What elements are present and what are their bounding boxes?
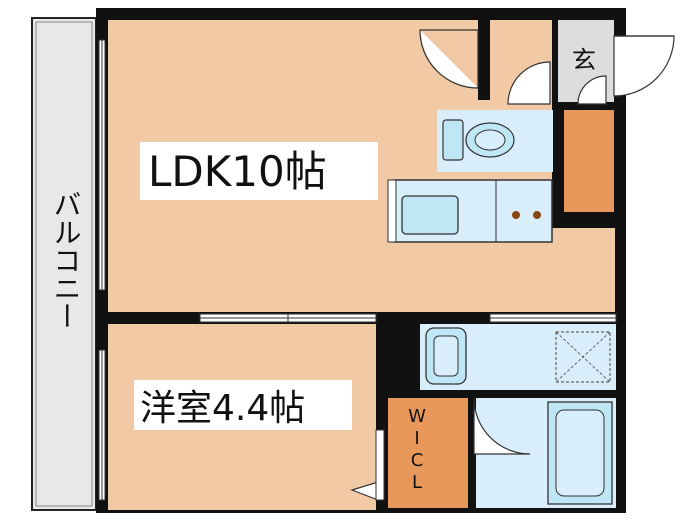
- wic-letter-c: C: [411, 450, 424, 471]
- wic-closet: [388, 398, 468, 508]
- kitchen-counter: [387, 179, 553, 243]
- ldk-label-bg: [140, 142, 378, 200]
- door-swing-icon: [350, 29, 675, 501]
- wic-letter-l: L: [412, 472, 422, 493]
- shoe-storage: [564, 110, 614, 212]
- ldk-label: LDK10帖: [148, 147, 327, 196]
- balcony: [31, 17, 97, 511]
- washroom: [420, 324, 616, 390]
- toilet-icon: [442, 119, 515, 161]
- toilet-room: [437, 110, 553, 172]
- western-label: 洋室4.4帖: [140, 388, 305, 429]
- balcony-label: バルコニー: [50, 190, 83, 330]
- western-label-bg: [134, 380, 352, 430]
- stove-burner-icon: [512, 211, 541, 219]
- kitchen-sink-icon: [401, 195, 459, 235]
- sliding-window-icon: [98, 39, 617, 501]
- wic-letter-i: I: [414, 428, 419, 449]
- washer-pan-icon: [555, 331, 611, 383]
- wic-letter-w: W: [408, 406, 426, 427]
- entrance-label: 玄: [572, 46, 596, 74]
